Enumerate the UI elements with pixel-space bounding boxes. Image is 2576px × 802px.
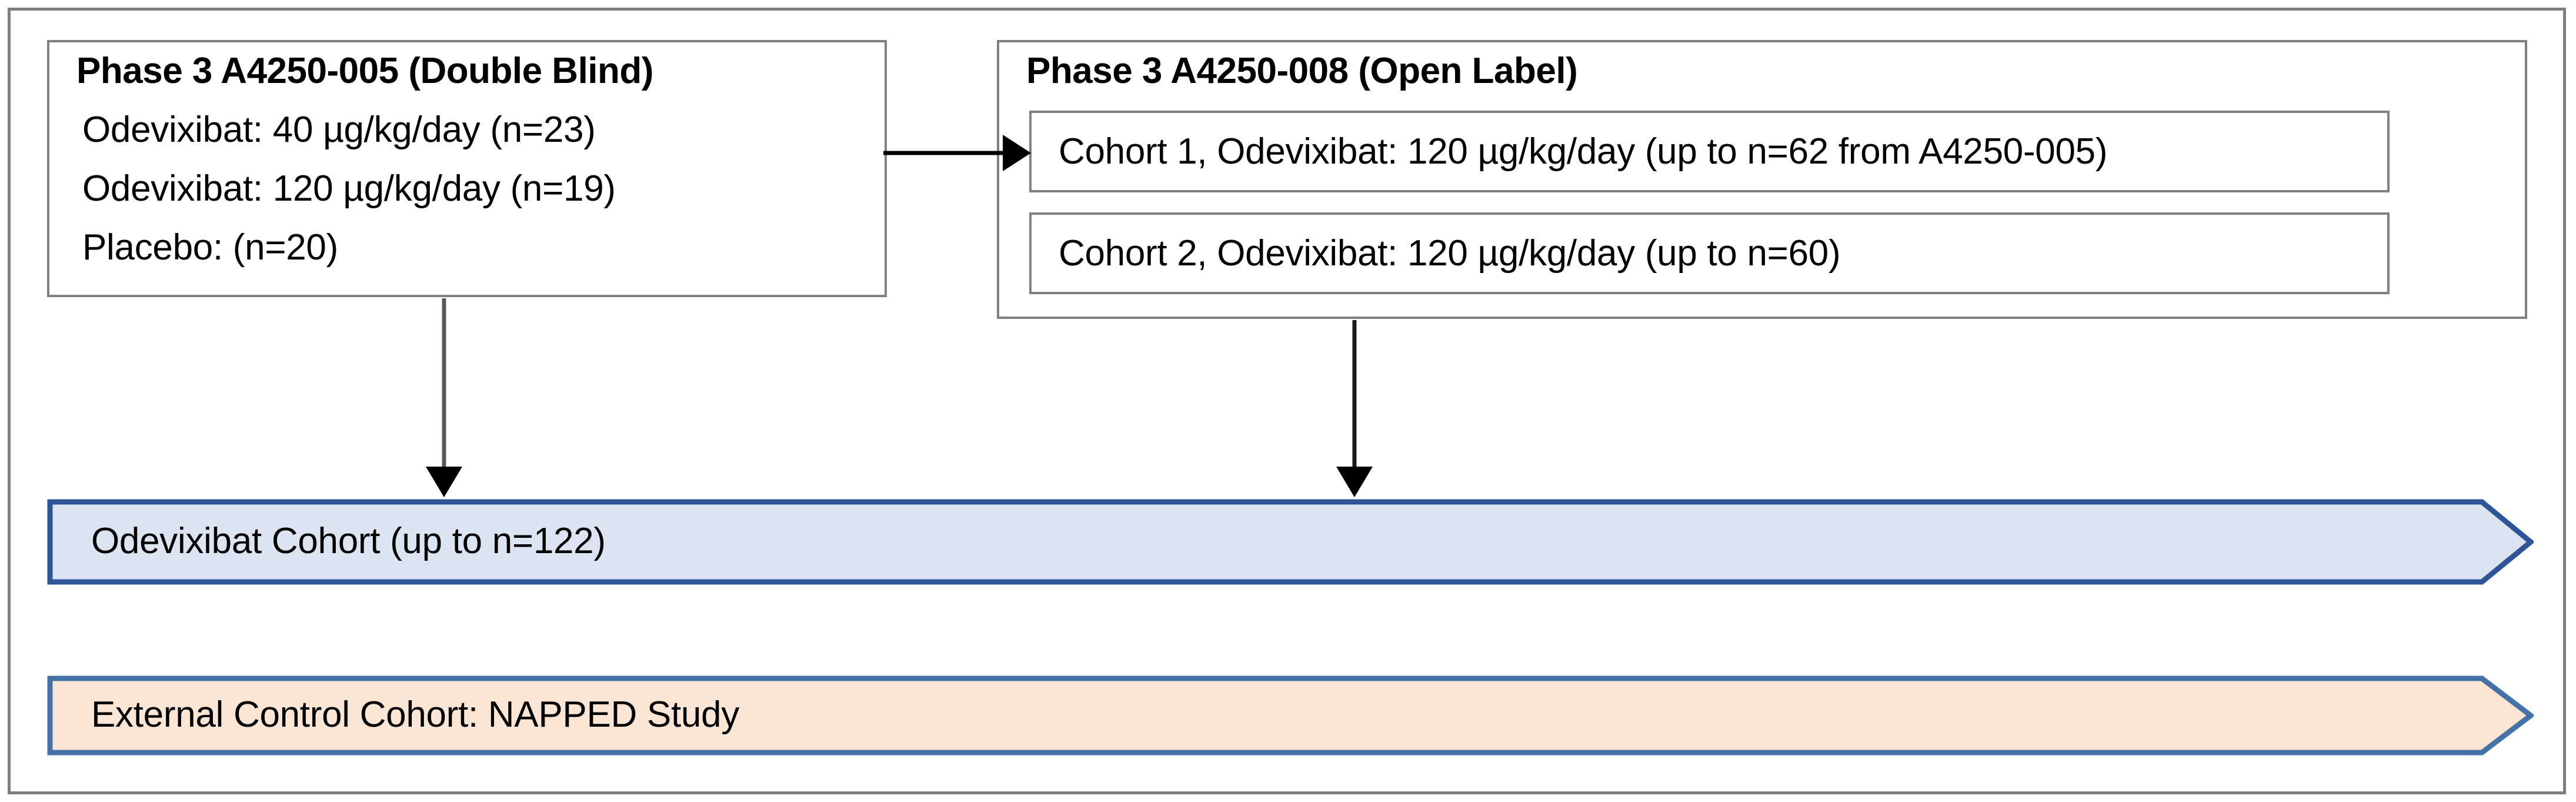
connector-008-to-odevixibat-cohort: [1322, 319, 1387, 500]
phase3-008-title: Phase 3 A4250-008 (Open Label): [1026, 51, 1578, 91]
cohort-2-box: [1029, 212, 2390, 294]
cohort-1-box: [1029, 111, 2390, 192]
phase3-005-arm-3: Placebo: (n=20): [82, 227, 338, 268]
odevixibat-cohort-banner: [47, 499, 2534, 585]
cohort-1-label: Cohort 1, Odevixibat: 120 µg/kg/day (up …: [1059, 131, 2108, 172]
phase3-005-arm-1: Odevixibat: 40 µg/kg/day (n=23): [82, 109, 596, 150]
phase3-005-arm-2: Odevixibat: 120 µg/kg/day (n=19): [82, 168, 616, 209]
phase3-005-title: Phase 3 A4250-005 (Double Blind): [76, 51, 653, 91]
connector-005-to-odevixibat-cohort: [412, 297, 476, 500]
cohort-2-label: Cohort 2, Odevixibat: 120 µg/kg/day (up …: [1059, 233, 1841, 274]
odevixibat-cohort-banner-label: Odevixibat Cohort (up to n=122): [91, 521, 606, 561]
connector-005-to-cohort1: [882, 127, 1035, 179]
external-control-cohort-banner: [47, 675, 2534, 756]
external-control-cohort-banner-label: External Control Cohort: NAPPED Study: [91, 694, 739, 735]
phase3-005-box: [47, 40, 887, 297]
page-frame: [8, 8, 2566, 794]
